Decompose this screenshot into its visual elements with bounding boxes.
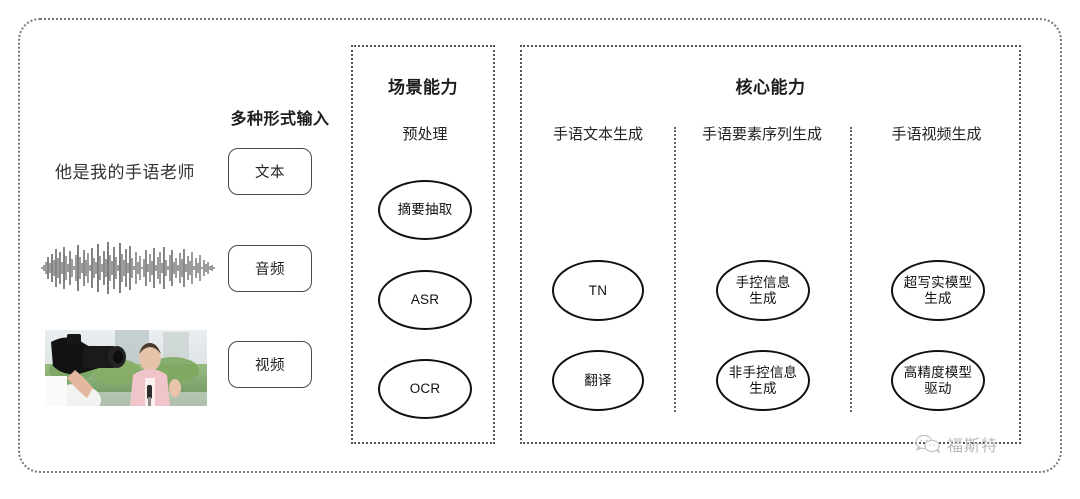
scene-column-preprocess: 预处理	[353, 127, 497, 142]
thumbnail-image	[45, 330, 207, 406]
sample-text-label: 他是我的手语老师	[55, 163, 195, 182]
core-column-header: 手语视频生成	[891, 126, 982, 143]
watermark-text: 福斯特	[947, 438, 999, 455]
core-column-sign-video-generation: 手语视频生成 超写实模型 生成 高精度模型 驱动	[850, 126, 1023, 411]
video-thumbnail	[45, 330, 207, 406]
node-summary-extraction[interactable]: 摘要抽取	[378, 180, 472, 240]
node-manual-signal-generation[interactable]: 手控信息 生成	[716, 260, 810, 321]
node-label-line1: 高精度模型	[903, 364, 973, 380]
node-label-line2: 生成	[749, 290, 777, 306]
audio-waveform	[40, 238, 220, 298]
outer-frame	[18, 18, 1062, 473]
wechat-bubble-icon	[915, 434, 940, 454]
scene-panel-title: 场景能力	[388, 78, 458, 97]
node-label: OCR	[409, 381, 441, 397]
core-panel-divider-2	[850, 127, 852, 412]
watermark: 福斯特	[915, 432, 998, 456]
core-panel-divider-1	[674, 127, 676, 412]
node-high-precision-model-driving[interactable]: 高精度模型 驱动	[891, 350, 985, 411]
node-label: ASR	[410, 292, 440, 308]
core-column-sign-element-sequence-generation: 手语要素序列生成 手控信息 生成 非手控信息 生成	[674, 126, 850, 411]
node-label-line1: 非手控信息	[728, 364, 798, 380]
core-capability-panel: 核心能力 手语文本生成 TN 翻译 手语要素序列生成 手控信息 生成	[520, 45, 1021, 444]
core-column-header: 手语要素序列生成	[701, 126, 822, 143]
scene-capability-panel: 场景能力 预处理 摘要抽取 ASR OCR	[351, 45, 495, 444]
input-section-heading: 多种形式输入	[230, 111, 330, 128]
node-label-line2: 生成	[749, 380, 777, 396]
node-label-line1: 超写实模型	[903, 274, 973, 290]
input-modality-button-audio[interactable]: 音频	[228, 245, 312, 292]
node-non-manual-signal-generation[interactable]: 非手控信息 生成	[716, 350, 810, 411]
core-column-header: 手语文本生成	[552, 126, 643, 143]
node-label: 翻译	[584, 372, 612, 388]
waveform-icon	[41, 242, 215, 294]
node-asr[interactable]: ASR	[378, 270, 472, 330]
node-hyperrealistic-model-generation[interactable]: 超写实模型 生成	[891, 260, 985, 321]
node-translation[interactable]: 翻译	[552, 350, 644, 411]
node-label-line1: 手控信息	[735, 274, 791, 290]
node-label-line2: 生成	[924, 290, 952, 306]
node-label-line2: 驱动	[924, 380, 952, 396]
core-column-sign-text-generation: 手语文本生成 TN 翻译	[522, 126, 674, 411]
node-label: TN	[588, 282, 608, 298]
node-tn[interactable]: TN	[552, 260, 644, 321]
scene-column-header: 预处理	[402, 126, 448, 143]
node-label: 摘要抽取	[397, 202, 453, 218]
input-modality-button-video[interactable]: 视频	[228, 341, 312, 388]
input-modality-button-text[interactable]: 文本	[228, 148, 312, 195]
node-ocr[interactable]: OCR	[378, 359, 472, 419]
core-panel-title: 核心能力	[735, 78, 806, 97]
